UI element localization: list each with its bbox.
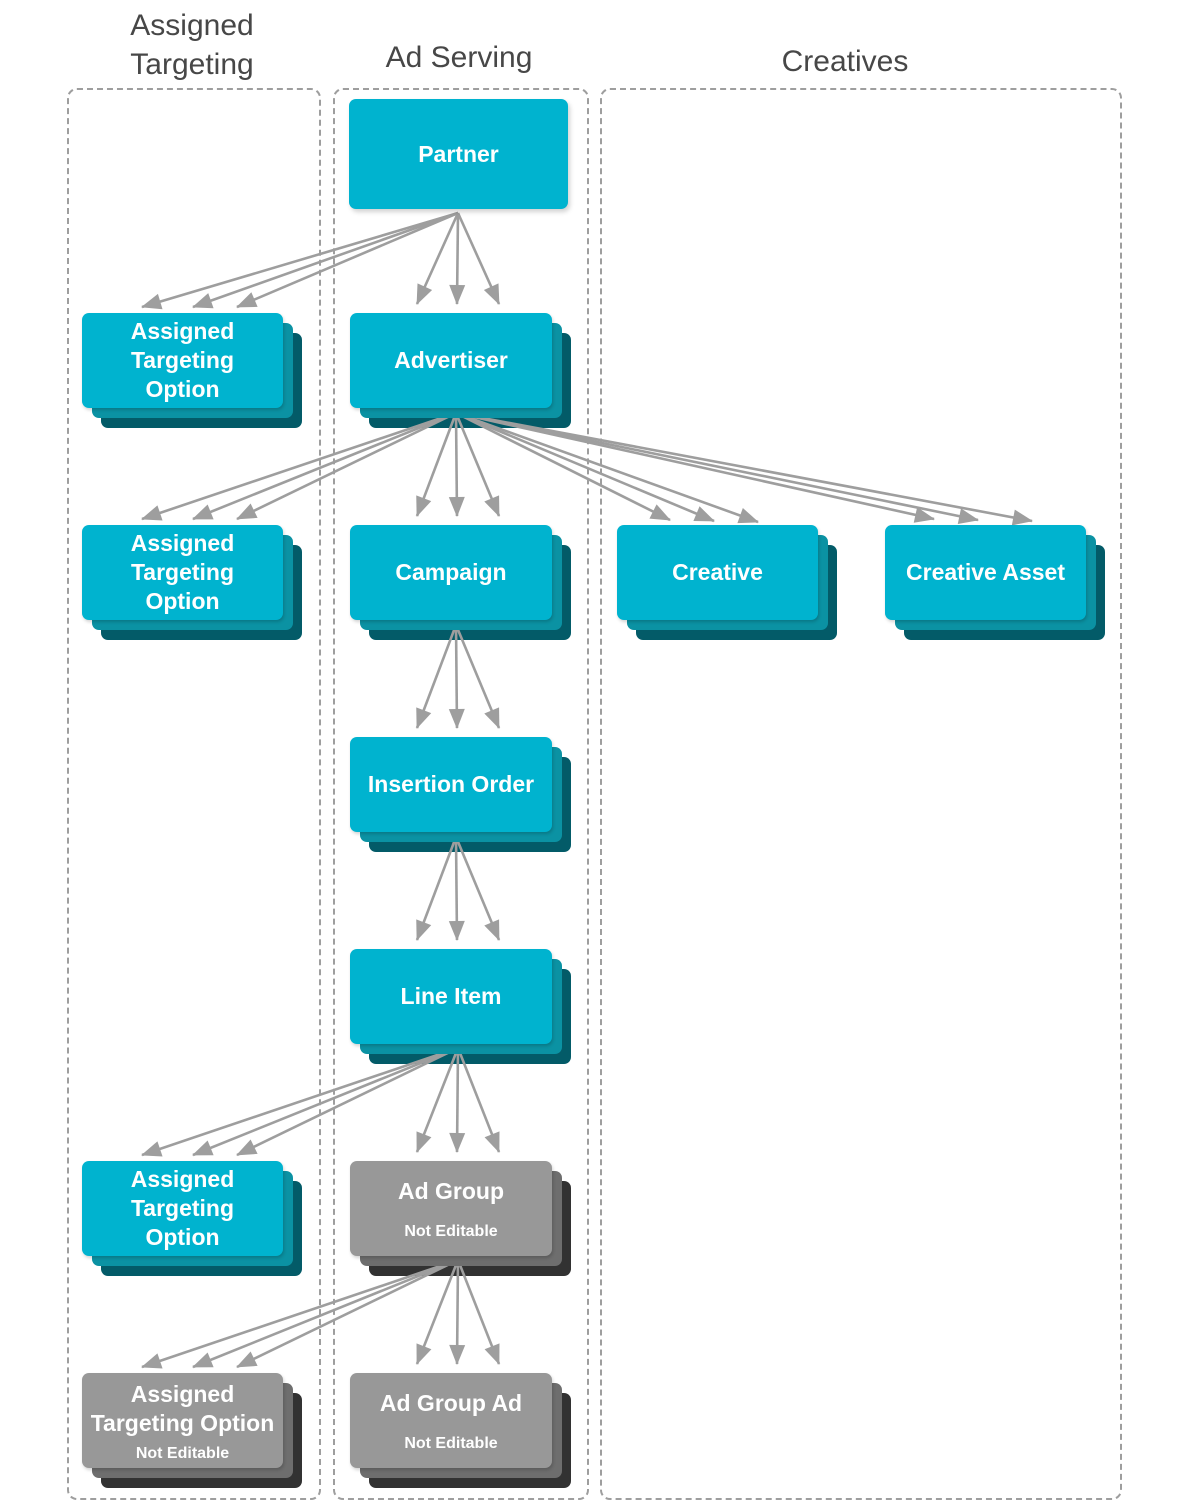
node-creative: Creative [617, 525, 837, 640]
node-ad-group-ad-label: Ad Group Ad [379, 1389, 523, 1416]
node-ad-group-ad: Ad Group Ad Not Editable [350, 1373, 571, 1488]
node-ad-group: Ad Group Not Editable [350, 1161, 571, 1276]
node-ad-group-label: Ad Group [397, 1177, 505, 1204]
node-assigned-targeting-option-4-label: Assigned Targeting Option [90, 1381, 275, 1436]
node-insertion-order: Insertion Order [350, 737, 571, 852]
node-partner: Partner [349, 99, 568, 209]
node-insertion-order-label: Insertion Order [367, 771, 535, 797]
node-assigned-targeting-option-1: Assigned Targeting Option [82, 313, 302, 428]
node-line-item: Line Item [350, 949, 571, 1064]
node-ad-group-ad-sublabel: Not Editable [404, 1434, 498, 1452]
node-creative-asset-label: Creative Asset [906, 559, 1065, 585]
node-creative-label: Creative [672, 559, 763, 585]
node-campaign: Campaign [350, 525, 571, 640]
column-header-creatives: Creatives [781, 45, 909, 78]
node-assigned-targeting-option-3: Assigned Targeting Option [82, 1161, 302, 1276]
node-partner-label: Partner [418, 140, 499, 167]
column-header-assigned-targeting: Assigned Targeting [130, 9, 254, 81]
node-assigned-targeting-option-4: Assigned Targeting Option Not Editable [82, 1373, 302, 1488]
node-creative-asset: Creative Asset [885, 525, 1105, 640]
node-assigned-targeting-option-2: Assigned Targeting Option [82, 525, 302, 640]
column-ad-serving [333, 88, 589, 1500]
node-assigned-targeting-option-2-label: Assigned Targeting Option [130, 530, 235, 614]
column-creatives [600, 88, 1122, 1500]
node-assigned-targeting-option-1-label: Assigned Targeting Option [130, 318, 235, 402]
column-assigned-targeting [67, 88, 321, 1500]
node-assigned-targeting-option-4-sublabel: Not Editable [135, 1445, 230, 1462]
node-advertiser-label: Advertiser [394, 347, 508, 373]
node-advertiser: Advertiser [350, 313, 571, 428]
node-ad-group-sublabel: Not Editable [404, 1222, 498, 1240]
node-assigned-targeting-option-3-label: Assigned Targeting Option [130, 1166, 235, 1250]
node-line-item-label: Line Item [400, 983, 502, 1009]
node-campaign-label: Campaign [395, 559, 507, 585]
column-header-ad-serving: Ad Serving [385, 41, 533, 74]
